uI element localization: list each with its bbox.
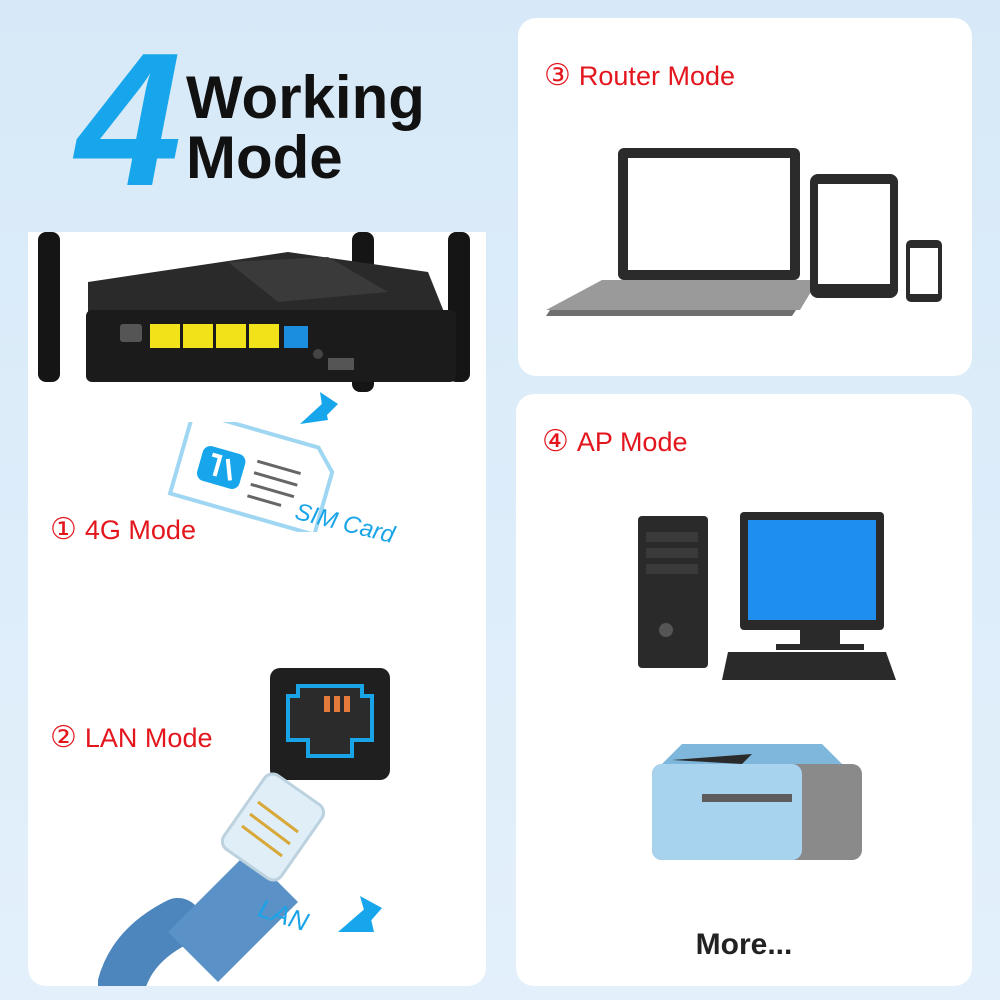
ethernet-cable-icon	[98, 772, 382, 986]
mode-text: 4G Mode	[84, 515, 196, 545]
mode-number: ③	[544, 58, 571, 93]
title-line-working: Working	[186, 64, 425, 131]
mode-number: ②	[50, 720, 77, 755]
more-label: More...	[695, 928, 793, 961]
sim-card-icon	[167, 422, 335, 532]
lan-port-icon	[270, 668, 390, 780]
desktop-computer-illustration	[638, 512, 896, 680]
devices-illustration	[546, 148, 942, 316]
title-line-mode: Mode	[186, 124, 343, 191]
page-title: Working Mode	[186, 68, 425, 188]
mode-number: ④	[542, 424, 569, 459]
big-number-four: 4	[76, 14, 182, 226]
mode-text: Router Mode	[578, 61, 735, 91]
printer-illustration	[652, 744, 862, 860]
mode-number: ①	[50, 512, 77, 547]
mode-text: LAN Mode	[84, 723, 213, 753]
router-illustration	[38, 232, 470, 424]
mode-text: AP Mode	[576, 427, 688, 457]
